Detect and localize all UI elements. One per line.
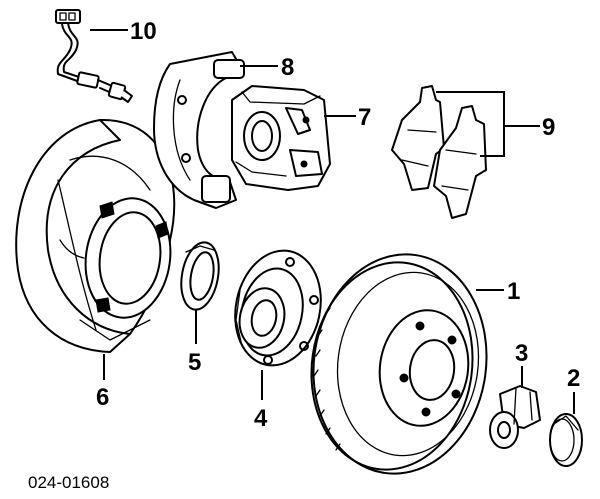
part-10-brake-hose	[55, 9, 133, 103]
callout-2: 2	[567, 365, 580, 392]
callout-10: 10	[130, 18, 157, 45]
callout-1: 1	[507, 278, 520, 305]
part-5-seal-ring	[180, 241, 220, 311]
part-3-nut	[489, 385, 541, 449]
callout-7: 7	[358, 104, 371, 131]
callout-6: 6	[96, 384, 109, 411]
callout-8: 8	[281, 54, 294, 81]
leader-9a	[436, 91, 505, 157]
part-6-dust-shield	[15, 118, 176, 353]
callout-9: 9	[542, 114, 555, 141]
callout-4: 4	[254, 405, 268, 432]
part-2-dust-cap	[549, 413, 583, 467]
leader-lines	[90, 29, 575, 414]
callout-5: 5	[188, 349, 201, 376]
part-7-caliper	[231, 85, 331, 191]
diagram-code: 024-01608	[28, 473, 109, 492]
part-1-brake-disc	[310, 253, 488, 475]
part-4-wheel-hub	[234, 249, 322, 367]
callout-3: 3	[515, 340, 528, 367]
part-9-brake-pads	[391, 85, 487, 219]
part-8-caliper-carrier	[153, 51, 245, 209]
callout-labels: 10 8 7 9 1 2 3 4 5 6	[96, 18, 580, 432]
